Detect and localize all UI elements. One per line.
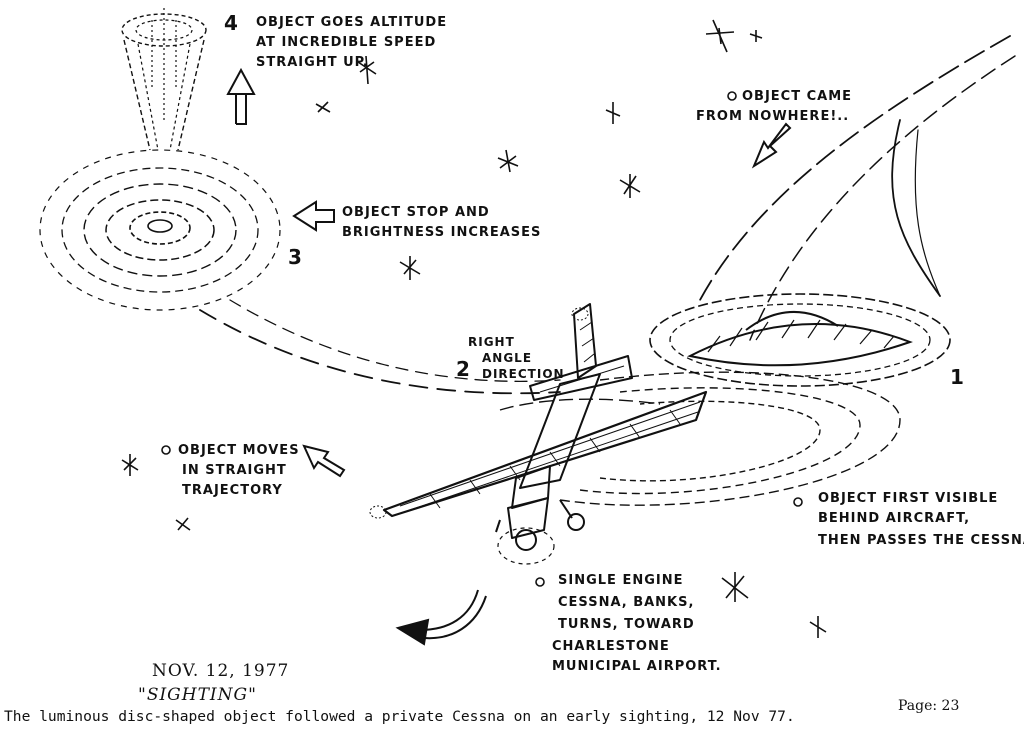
step4-line2: AT INCREDIBLE SPEED (256, 35, 436, 50)
bullet-icon (535, 577, 545, 587)
trajectory (199, 35, 1016, 395)
moves-line1: OBJECT MOVES (178, 443, 300, 458)
step-number-3: 3 (288, 245, 302, 269)
object-hovering (39, 149, 281, 311)
star (175, 517, 191, 531)
star (315, 101, 331, 113)
label-step3: OBJECT STOP AND BRIGHTNESS INCREASES 3 (288, 205, 541, 269)
cessna-aircraft (369, 303, 708, 565)
visible-line3: THEN PASSES THE CESSNA. (818, 533, 1024, 548)
star (357, 55, 377, 85)
star (721, 572, 749, 602)
label-cessna: SINGLE ENGINE CESSNA, BANKS, TURNS, TOWA… (535, 573, 722, 674)
cessna-line2: CESSNA, BANKS, (558, 595, 694, 610)
label-object-moves: OBJECT MOVES IN STRAIGHT TRAJECTORY (161, 443, 300, 498)
figure-caption: The luminous disc-shaped object followed… (0, 708, 1024, 725)
step3-line2: BRIGHTNESS INCREASES (342, 225, 541, 240)
step3-line1: OBJECT STOP AND (342, 205, 490, 220)
step4-line1: OBJECT GOES ALTITUDE (256, 15, 447, 30)
star (749, 30, 763, 42)
up-left-arrow-icon (302, 444, 346, 478)
sighting-date: NOV. 12, 1977 (152, 661, 289, 681)
down-left-arrow-icon (751, 122, 792, 169)
visible-line1: OBJECT FIRST VISIBLE (818, 491, 998, 506)
star (121, 454, 139, 476)
star (705, 19, 735, 53)
cessna-line4: CHARLESTONE (552, 639, 670, 654)
star (399, 256, 421, 280)
came-line2: FROM NOWHERE!.. (696, 109, 849, 124)
stars (121, 19, 827, 638)
star (605, 102, 621, 124)
star (497, 149, 519, 173)
step2-line1: RIGHT (468, 335, 515, 349)
step2-line3: DIRECTION (482, 367, 565, 381)
label-first-visible: OBJECT FIRST VISIBLE BEHIND AIRCRAFT, TH… (793, 491, 1024, 548)
label-step1: 1 (950, 365, 964, 389)
left-arrow-icon (292, 200, 335, 232)
page-number: Page: 23 (898, 698, 959, 714)
sighting-title: "SIGHTING" (138, 685, 257, 705)
step-number-2: 2 (456, 357, 470, 381)
caption-text: The luminous disc-shaped object followed… (4, 708, 795, 725)
step2-line2: ANGLE (482, 351, 532, 365)
bullet-icon (793, 497, 803, 507)
bullet-icon (161, 445, 171, 455)
label-came-from-nowhere: OBJECT CAME FROM NOWHERE!.. (696, 89, 852, 124)
label-step2: RIGHT ANGLE DIRECTION 2 (456, 335, 565, 381)
turn-arrow-icon (395, 589, 487, 646)
came-line1: OBJECT CAME (742, 89, 852, 104)
step4-line3: STRAIGHT UP. (256, 55, 369, 70)
moves-line2: IN STRAIGHT (182, 463, 287, 478)
object-ascending (121, 8, 207, 151)
label-step4: 4 OBJECT GOES ALTITUDE AT INCREDIBLE SPE… (224, 11, 447, 70)
moves-line3: TRAJECTORY (182, 483, 283, 498)
cessna-line5: MUNICIPAL AIRPORT. (552, 659, 722, 674)
step-number-4: 4 (224, 11, 238, 35)
cessna-line3: TURNS, TOWARD (558, 617, 695, 632)
bullet-icon (727, 91, 737, 101)
star (809, 616, 827, 638)
star (619, 174, 641, 198)
up-arrow-icon (226, 67, 256, 125)
cessna-line1: SINGLE ENGINE (558, 573, 683, 588)
visible-line2: BEHIND AIRCRAFT, (818, 511, 970, 526)
step-number-1: 1 (950, 365, 964, 389)
wake-swirl (499, 371, 901, 506)
